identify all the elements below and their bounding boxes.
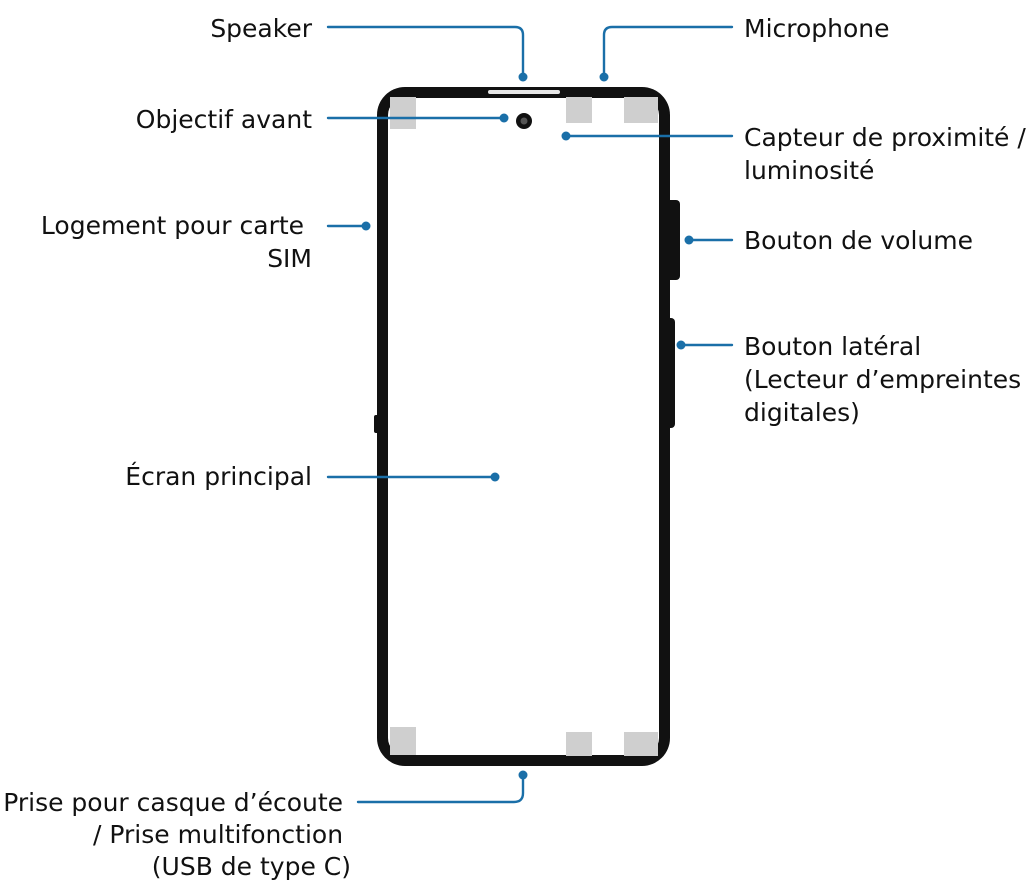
callout-dot-proximity-sensor xyxy=(561,131,571,141)
corner-mark-bottom-right xyxy=(624,732,658,756)
label-main-screen: Écran principal xyxy=(125,462,312,491)
label-volume-button-line: Bouton de volume xyxy=(744,226,973,255)
label-microphone: Microphone xyxy=(744,14,890,43)
main-screen xyxy=(388,98,659,755)
callouts xyxy=(326,25,734,804)
callout-dot-audio-jack xyxy=(518,770,528,780)
label-speaker-line: Speaker xyxy=(210,14,312,43)
callout-dot-main-screen xyxy=(490,472,500,482)
label-volume-button: Bouton de volume xyxy=(744,226,973,255)
callout-speaker xyxy=(326,25,525,79)
callout-microphone xyxy=(602,25,734,79)
label-audio-jack: Prise pour casque d’écoute / Prise multi… xyxy=(3,788,351,881)
phone-device xyxy=(374,87,680,766)
label-proximity-sensor: Capteur de proximité / luminosité xyxy=(744,123,1034,185)
label-side-key-line-1: Bouton latéral xyxy=(744,332,921,361)
label-audio-jack-line-2: / Prise multifonction xyxy=(93,820,343,849)
label-sim-tray-line-1: Logement pour carte xyxy=(41,211,304,240)
front-camera-inner xyxy=(520,117,528,125)
callout-dot-sim-tray xyxy=(361,221,371,231)
label-side-key: Bouton latéral (Lecteur d’empreintes dig… xyxy=(744,332,1029,427)
speaker-grille xyxy=(488,90,560,94)
corner-mark-top-right xyxy=(624,97,658,123)
label-audio-jack-line-3: (USB de type C) xyxy=(152,852,351,881)
label-audio-jack-line-1: Prise pour casque d’écoute xyxy=(3,788,343,817)
label-proximity-sensor-line-1: Capteur de proximité / xyxy=(744,123,1026,152)
label-sim-tray-line-2: SIM xyxy=(267,244,312,273)
label-side-key-line-2: (Lecteur d’empreintes xyxy=(744,365,1021,394)
corner-mark-bottom-left xyxy=(390,727,416,755)
callout-dot-microphone xyxy=(599,72,609,82)
callout-dot-front-camera xyxy=(499,113,509,123)
label-proximity-sensor-line-2: luminosité xyxy=(744,156,874,185)
corner-mark-top-mid xyxy=(566,97,592,123)
label-microphone-line: Microphone xyxy=(744,14,890,43)
callout-dot-volume-button xyxy=(684,235,694,245)
label-speaker: Speaker xyxy=(210,14,312,43)
label-front-camera: Objectif avant xyxy=(136,105,312,134)
labels: Speaker Objectif avant Logement pour car… xyxy=(3,14,1034,881)
label-side-key-line-3: digitales) xyxy=(744,398,860,427)
callout-dot-side-key xyxy=(676,340,686,350)
corner-mark-top-left xyxy=(390,97,416,129)
callout-audio-jack xyxy=(356,773,525,804)
label-front-camera-line: Objectif avant xyxy=(136,105,312,134)
corner-mark-bottom-mid xyxy=(566,732,592,756)
callout-dot-speaker xyxy=(518,72,528,82)
label-main-screen-line: Écran principal xyxy=(125,462,312,491)
label-sim-tray: Logement pour carte SIM xyxy=(41,211,312,273)
